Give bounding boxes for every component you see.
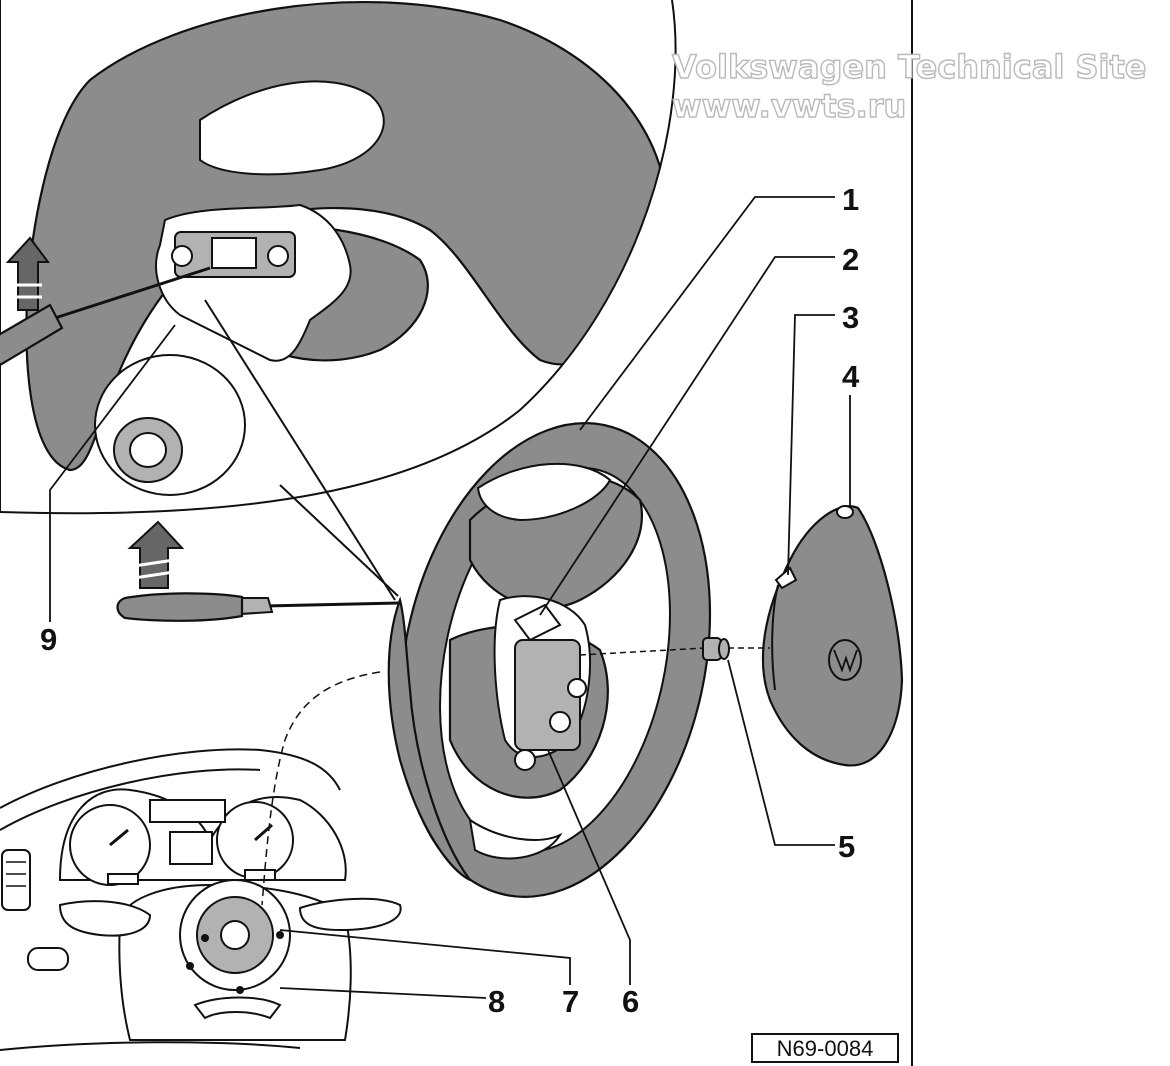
projection-line-2 — [204, 299, 396, 601]
wheel-bolt-upper — [567, 678, 587, 698]
main-screwdriver — [116, 592, 401, 622]
leader-5 — [727, 659, 835, 846]
leader-3 — [787, 314, 835, 576]
left-air-vent — [1, 849, 31, 911]
inset-bolt-right — [267, 245, 289, 267]
leader-8 — [279, 987, 487, 999]
airbag-edge — [771, 584, 779, 691]
wheel-bolt-mid — [549, 711, 571, 733]
right-stalk — [298, 897, 402, 932]
inset-bolt-left — [171, 245, 193, 267]
center-display — [169, 831, 213, 865]
inset-border — [0, 0, 677, 515]
airbag-mount-hole — [836, 505, 854, 519]
wheel-opening-bottom — [468, 817, 563, 860]
alignment-dashed-line — [261, 671, 381, 906]
warning-lights-panel — [149, 799, 226, 823]
wheel-bolt-lower — [514, 749, 536, 771]
callout-1: 1 — [842, 182, 859, 217]
inset-hub-center — [129, 432, 167, 468]
main-screwdriver-handle — [116, 592, 244, 622]
dashboard-area — [0, 748, 402, 1051]
leader-6 — [547, 749, 631, 985]
watermark-url: www.vwts.ru — [672, 87, 906, 125]
airbag-cover — [761, 505, 904, 767]
wheel-release-spring — [513, 603, 562, 642]
inset-screwdriver-handle — [0, 303, 64, 367]
callout-8: 8 — [488, 984, 505, 1019]
dash-top-line-2 — [0, 768, 261, 831]
leader-7 — [279, 929, 571, 985]
callout-7: 7 — [562, 984, 579, 1019]
leader-1 — [579, 196, 835, 431]
airbag-bolt — [579, 637, 770, 661]
vw-logo-icon — [828, 639, 862, 681]
projection-line-1 — [279, 484, 399, 597]
inset-wheel-rim — [25, 1, 669, 472]
callout-2: 2 — [842, 242, 859, 277]
callout-4: 4 — [842, 359, 860, 394]
dash-switch — [27, 947, 69, 971]
leader-lines — [49, 196, 851, 999]
main-screwdriver-ferrule — [239, 597, 274, 616]
steering-column-shaft — [220, 920, 250, 950]
steering-wheel — [387, 422, 712, 898]
dash-bottom-line — [0, 1041, 301, 1051]
detail-inset — [0, 0, 677, 515]
leader-9 — [49, 324, 176, 622]
inset-release-spring — [211, 237, 257, 269]
callout-3: 3 — [842, 300, 859, 335]
callout-5: 5 — [838, 829, 855, 864]
reference-code: N69-0084 — [777, 1036, 874, 1061]
horn-contact — [193, 996, 282, 1020]
callout-6: 6 — [622, 984, 639, 1019]
wheel-opening-top — [476, 462, 612, 522]
inset-pull-arrow-icon — [5, 236, 50, 311]
reference-box — [751, 1033, 899, 1063]
wheel-rim-side — [387, 596, 471, 881]
airbag-unit — [761, 505, 904, 767]
leader-2 — [539, 256, 835, 616]
dash-top-line — [0, 748, 341, 809]
callout-9: 9 — [40, 622, 57, 657]
airbag-connector — [774, 566, 798, 590]
left-stalk — [58, 900, 152, 937]
inset-wheel-opening — [199, 80, 385, 176]
main-pull-arrow-icon — [127, 520, 185, 589]
inset-screwdriver — [0, 266, 211, 367]
watermark-title: Volkswagen Technical Site — [672, 48, 1146, 86]
